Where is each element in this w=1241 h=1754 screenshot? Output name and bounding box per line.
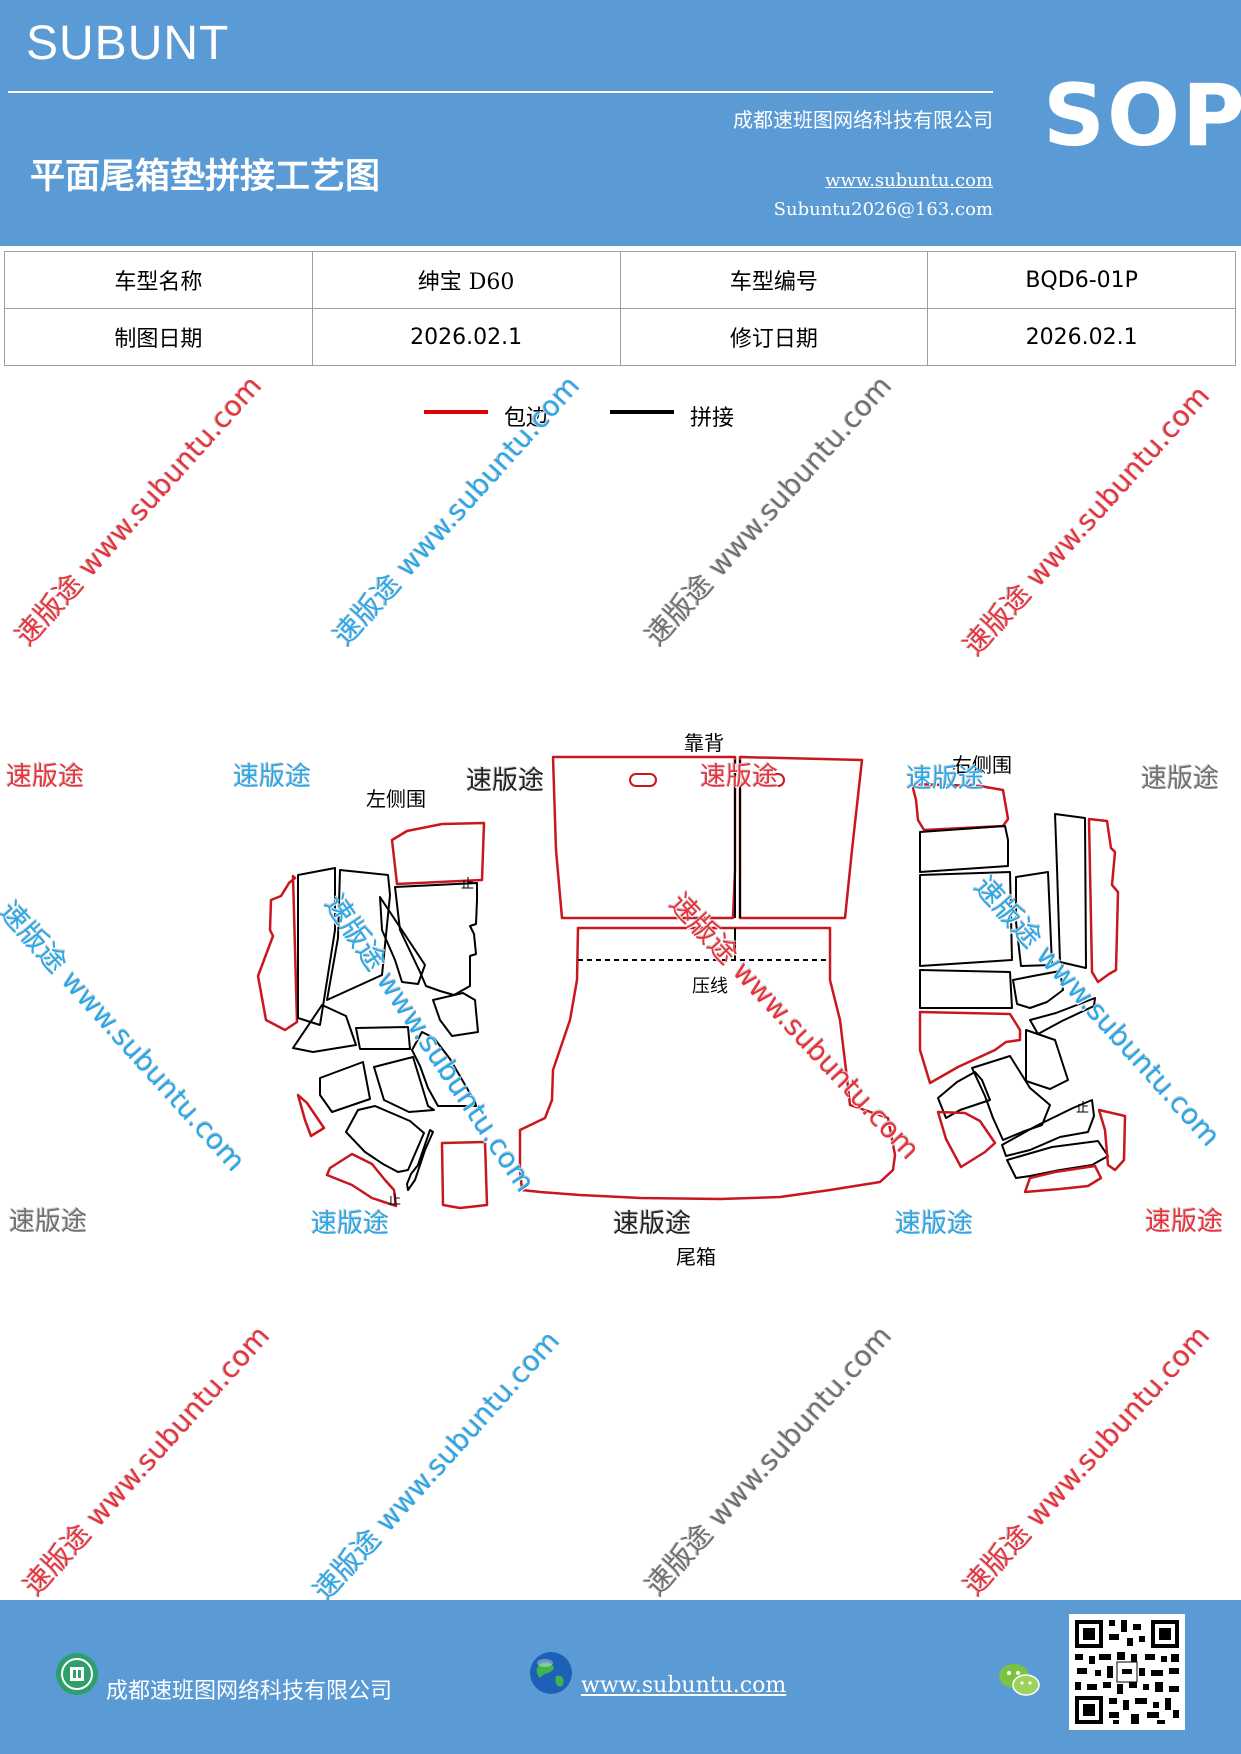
company-name: 成都速班图网络科技有限公司 <box>733 108 993 132</box>
sop-badge: SOP <box>1043 66 1241 166</box>
watermark: 速版途 <box>9 1207 88 1237</box>
table-row: 车型名称 绅宝 D60 车型编号 BQD6-01P <box>4 251 1236 309</box>
legend-seam-label: 拼接 <box>690 406 735 431</box>
legend-edge-label: 包边 <box>504 406 549 431</box>
watermark: 速版途 <box>466 766 545 796</box>
legend-edge-swatch <box>424 410 488 414</box>
legend-seam-swatch <box>610 410 674 414</box>
model-code-label: 车型编号 <box>619 251 929 309</box>
label-left-side: 左侧围 <box>366 787 426 811</box>
draw-date-value: 2026.02.1 <box>311 308 621 366</box>
watermark: 速版途 www.subuntu.com <box>638 369 899 653</box>
model-code-value: BQD6-01P <box>927 251 1236 309</box>
watermark: 速版途 <box>311 1209 390 1239</box>
website-link[interactable]: www.subuntu.com <box>825 170 993 191</box>
label-trunk: 尾箱 <box>676 1245 716 1269</box>
globe-icon <box>530 1652 572 1694</box>
watermark: 速版途 <box>895 1209 974 1239</box>
header-banner: SUBUNT 成都速班图网络科技有限公司 平面尾箱垫拼接工艺图 www.subu… <box>0 0 1241 246</box>
watermark: 速版途 <box>6 762 85 792</box>
watermark: 速版途 <box>700 762 779 792</box>
watermark: 速版途 www.subuntu.com <box>638 1319 899 1603</box>
trunk-panel <box>518 926 897 1201</box>
header-divider <box>8 91 993 93</box>
watermark: 速版途 www.subuntu.com <box>956 1319 1217 1603</box>
stop-mark: 止 <box>1076 1101 1090 1116</box>
document-title: 平面尾箱垫拼接工艺图 <box>30 156 381 197</box>
label-press-line: 压线 <box>692 976 728 997</box>
email-address: Subuntu2026@163.com <box>773 199 993 220</box>
right-side-panels <box>910 782 1127 1194</box>
stop-mark: 止 <box>388 1193 402 1208</box>
left-side-panels <box>256 821 489 1210</box>
watermark: 速版途 www.subuntu.com <box>16 1319 277 1603</box>
backrest-panels <box>551 755 864 920</box>
revise-date-value: 2026.02.1 <box>927 308 1236 366</box>
footer-banner: 成都速班图网络科技有限公司 www.subuntu.com <box>0 1600 1241 1754</box>
watermark: 速版途 <box>233 762 312 792</box>
brand-name: SUBUNT <box>26 17 230 70</box>
watermark: 速版途 <box>1141 764 1220 794</box>
label-backrest: 靠背 <box>684 731 724 755</box>
label-right-side: 右侧围 <box>952 753 1012 777</box>
home-icon <box>56 1653 98 1695</box>
stop-mark: 止 <box>461 877 475 892</box>
info-table: 车型名称 绅宝 D60 车型编号 BQD6-01P 制图日期 2026.02.1… <box>4 251 1236 366</box>
revise-date-label: 修订日期 <box>619 308 929 366</box>
qr-code <box>1069 1614 1185 1730</box>
watermark: 速版途 <box>906 764 985 794</box>
watermark: 速版途 www.subuntu.com <box>956 379 1217 663</box>
watermark: 速版途 <box>1145 1207 1224 1237</box>
watermark: 速版途 www.subuntu.com <box>326 369 587 653</box>
footer-company: 成都速班图网络科技有限公司 <box>106 1679 393 1704</box>
watermark: 速版途 <box>613 1209 692 1239</box>
model-name-value: 绅宝 D60 <box>311 251 621 309</box>
watermark: 速版途 www.subuntu.com <box>306 1324 567 1608</box>
footer-website[interactable]: www.subuntu.com <box>581 1673 787 1698</box>
watermark: 速版途 www.subuntu.com <box>8 369 269 653</box>
model-name-label: 车型名称 <box>4 251 313 309</box>
splicing-diagram <box>256 755 1127 1210</box>
draw-date-label: 制图日期 <box>4 308 313 366</box>
wechat-icon <box>999 1664 1040 1696</box>
table-row: 制图日期 2026.02.1 修订日期 2026.02.1 <box>4 308 1236 366</box>
